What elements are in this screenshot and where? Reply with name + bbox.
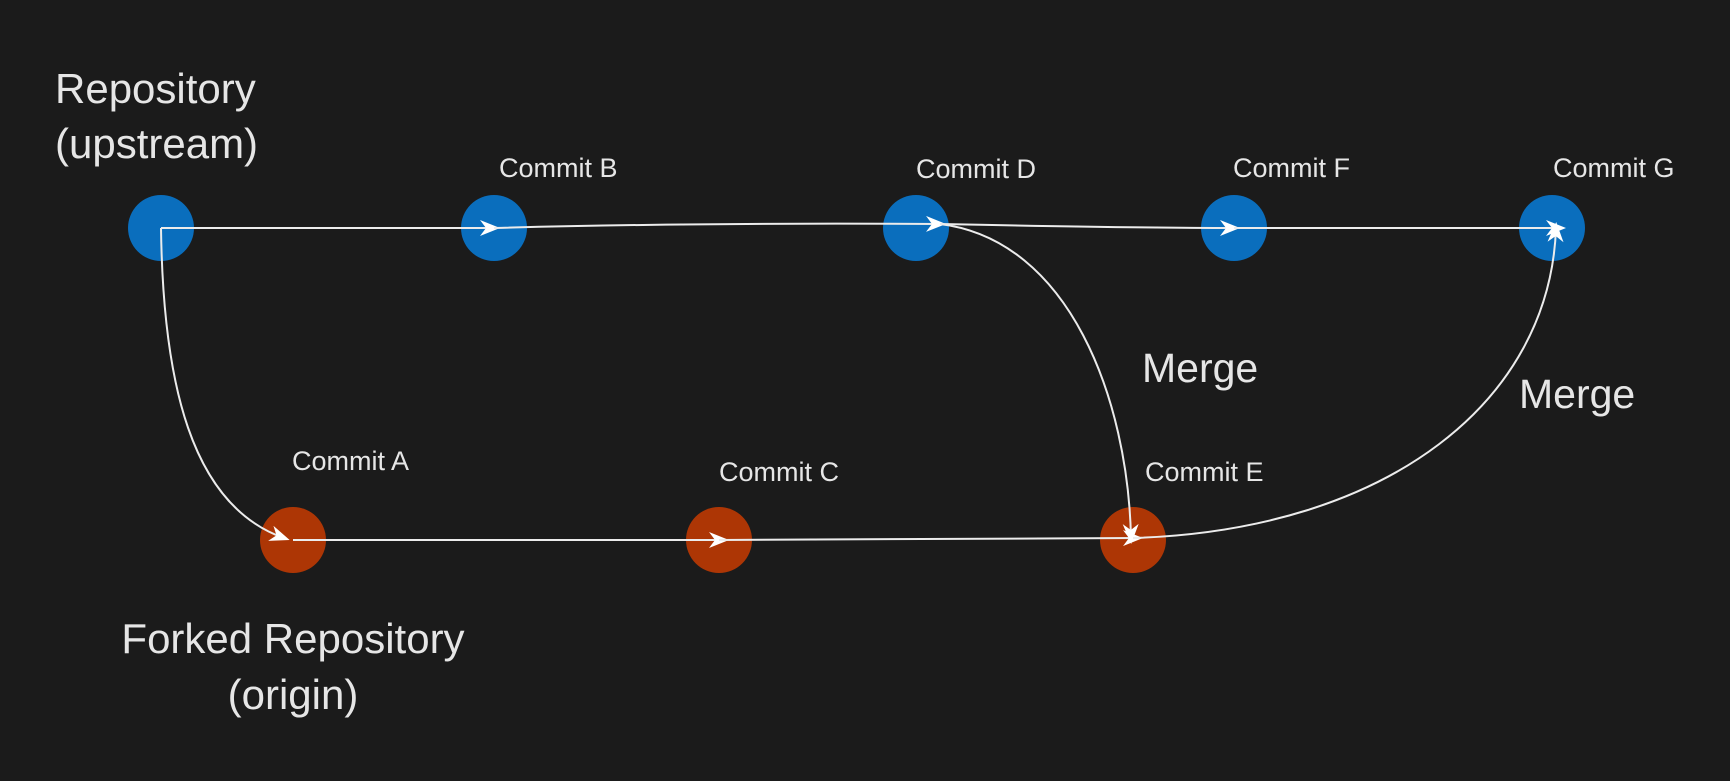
commit-b-label: Commit B: [499, 153, 618, 183]
commit-d-node: [883, 195, 949, 261]
commit-g-label: Commit G: [1553, 153, 1675, 183]
merge-label-1: Merge: [1142, 345, 1258, 391]
edge-d-to-f: [939, 219, 1240, 236]
commit-e-node: [1100, 507, 1166, 573]
commit-c-label: Commit C: [719, 457, 839, 487]
commit-a-label: Commit A: [292, 446, 409, 476]
edge-root-to-a: [160, 227, 290, 541]
merge-edge-d-to-e: [939, 223, 1139, 544]
merge-edge-e-to-g: [1132, 222, 1564, 539]
upstream-label-line2: (upstream): [55, 120, 258, 167]
commit-d-label: Commit D: [916, 154, 1036, 184]
upstream-label-line1: Repository: [55, 65, 256, 112]
edge-b-to-d: [493, 215, 946, 232]
origin-label-line2: (origin): [228, 671, 359, 718]
merge-label-2: Merge: [1519, 371, 1635, 417]
commit-f-label: Commit F: [1233, 153, 1350, 183]
origin-label-line1: Forked Repository: [121, 615, 464, 662]
edge-c-to-e: [718, 530, 1143, 547]
commit-e-label: Commit E: [1145, 457, 1264, 487]
edges: [160, 215, 1566, 548]
